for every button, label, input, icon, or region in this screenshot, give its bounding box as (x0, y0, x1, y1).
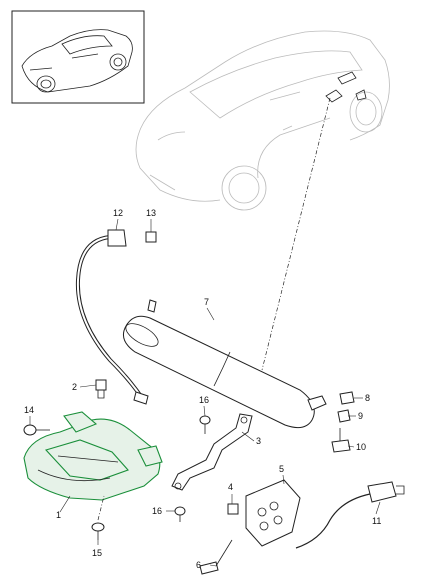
screw-14 (23, 424, 50, 436)
valve (95, 379, 107, 399)
screw-15 (91, 522, 105, 540)
stud-10 (331, 428, 351, 453)
callout-5: 5 (279, 464, 284, 474)
screw-16-upper (199, 415, 211, 434)
callout-1: 1 (56, 510, 61, 520)
callout-4: 4 (228, 482, 233, 492)
thumbnail-inset (11, 10, 145, 104)
sensor-cable (295, 481, 405, 549)
thumbnail-car-icon (21, 29, 133, 93)
canister-tank (123, 299, 327, 429)
mounting-strap (171, 413, 253, 491)
callout-9: 9 (358, 411, 363, 421)
vent-hose (75, 229, 149, 405)
callout-6: 6 (196, 560, 201, 570)
callout-13: 13 (146, 208, 156, 218)
location-line (261, 97, 331, 371)
callout-8: 8 (365, 393, 370, 403)
nut (227, 503, 239, 515)
callout-2: 2 (72, 382, 77, 392)
callout-16-upper: 16 (199, 395, 209, 405)
leader-lines (29, 218, 381, 567)
callout-15: 15 (92, 548, 102, 558)
vehicle-outline (135, 30, 390, 211)
callout-11: 11 (372, 516, 381, 526)
callout-12: 12 (113, 208, 123, 218)
valve-block (245, 479, 301, 547)
grommet-8 (339, 391, 355, 405)
callout-3: 3 (256, 436, 261, 446)
bolt-6 (199, 539, 233, 575)
screw-16-lower (174, 506, 186, 522)
clip (145, 231, 157, 243)
callout-7: 7 (204, 297, 209, 307)
callout-labels: 1 2 3 4 5 6 7 8 9 10 11 12 13 14 15 16 1… (24, 208, 381, 570)
callout-10: 10 (356, 442, 366, 452)
callout-16-lower: 16 (152, 506, 162, 516)
bracket-assembly (23, 411, 163, 501)
sleeve-9 (337, 409, 351, 423)
callout-14: 14 (24, 405, 34, 415)
